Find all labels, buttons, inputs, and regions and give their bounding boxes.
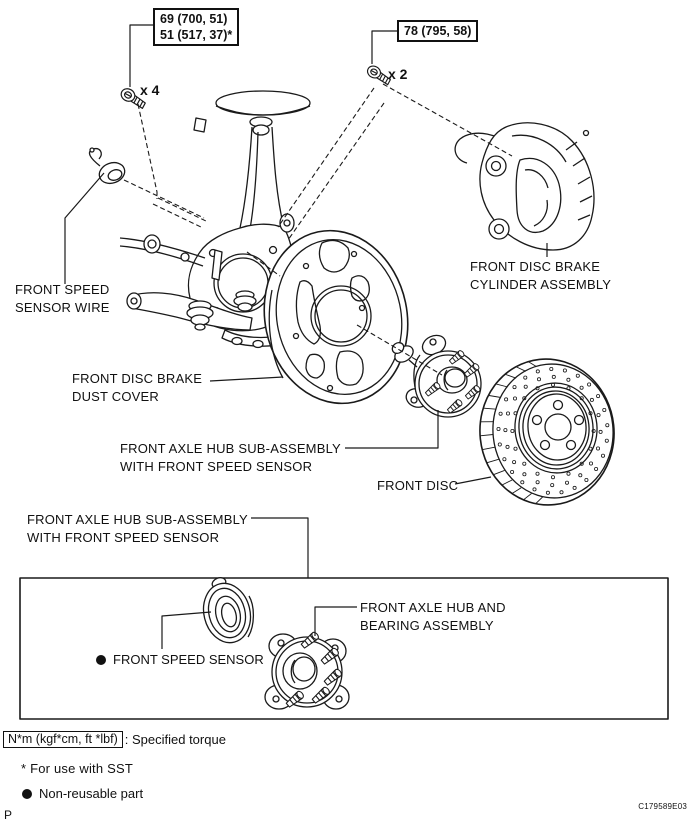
speed-sensor-wire-illustration — [88, 147, 126, 185]
hub-bearing-illustration — [264, 631, 350, 710]
torque-value: 51 (517, 37)* — [160, 28, 233, 42]
assembly-dashed-lines — [123, 83, 513, 376]
label-front-disc: FRONT DISC — [377, 478, 459, 493]
speed-sensor-illustration — [202, 577, 255, 644]
bolt-count-knuckle: x 4 — [140, 82, 160, 98]
front-disc-drill-holes — [496, 366, 610, 495]
label-front-speed-sensor: FRONT SPEED SENSOR — [96, 652, 264, 667]
torque-spec-caliper: 78 (795, 58) — [397, 20, 479, 42]
label-axle-hub-lower: FRONT AXLE HUB SUB-ASSEMBLY WITH FRONT S… — [27, 512, 248, 545]
label-dust-cover: FRONT DISC BRAKE DUST COVER — [72, 371, 203, 404]
dust-cover-illustration — [263, 229, 409, 405]
legend-non-reusable: Non-reusable part — [22, 786, 143, 801]
label-brake-cylinder: FRONT DISC BRAKE CYLINDER ASSEMBLY — [470, 259, 612, 292]
page-marker: P — [4, 808, 13, 822]
non-reusable-bullet-icon — [96, 654, 106, 665]
label-speed-sensor-wire: FRONT SPEED SENSOR WIRE — [15, 282, 110, 315]
non-reusable-bullet-icon — [22, 788, 32, 799]
legend-torque: N*m (kgf*cm, ft *lbf) : Specified torque — [3, 731, 226, 748]
figure-code: C179589E03 — [638, 802, 687, 811]
torque-unit-box: N*m (kgf*cm, ft *lbf) — [3, 731, 123, 748]
axle-hub-illustration — [391, 334, 482, 418]
axle-hub-studs — [424, 350, 481, 414]
bolt-count-caliper: x 2 — [388, 66, 408, 82]
torque-value: 78 (795, 58) — [404, 24, 472, 38]
torque-spec-knuckle: 69 (700, 51) 51 (517, 37)* — [153, 8, 240, 46]
torque-unit-desc: : Specified torque — [124, 732, 226, 747]
leader-lines — [64, 24, 548, 649]
label-axle-hub-upper: FRONT AXLE HUB SUB-ASSEMBLY WITH FRONT S… — [120, 441, 341, 474]
knuckle-strut-illustration — [119, 90, 311, 349]
front-disc-rim-hatch — [480, 361, 543, 505]
torque-value: 69 (700, 51) — [160, 12, 228, 26]
detail-box — [19, 577, 669, 720]
front-disc-illustration — [479, 358, 615, 506]
label-hub-bearing: FRONT AXLE HUB AND BEARING ASSEMBLY — [360, 600, 506, 633]
brake-caliper-illustration — [454, 122, 595, 251]
hub-bearing-studs — [285, 631, 342, 708]
legend-sst-note: * For use with SST — [21, 761, 133, 776]
